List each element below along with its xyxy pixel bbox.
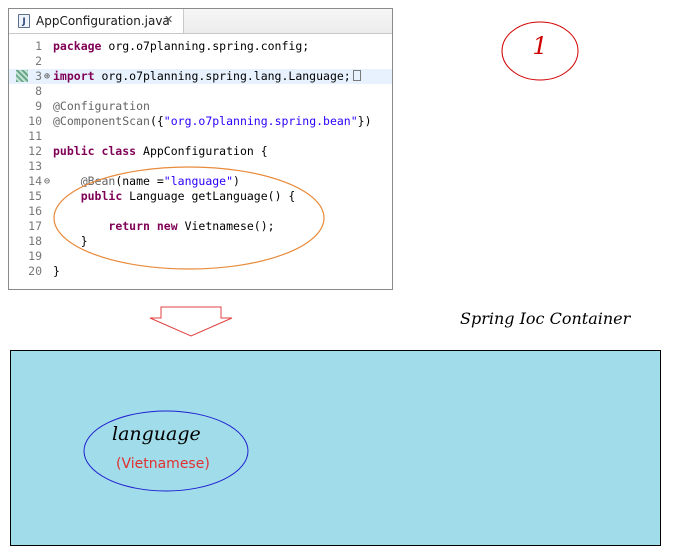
line-number: 9 (35, 99, 42, 113)
code-text: return new Vietnamese(); (53, 219, 275, 234)
code-text: public Language getLanguage() { (53, 189, 296, 204)
line-number: 13 (28, 159, 42, 173)
line-number: 19 (28, 249, 42, 263)
code-token: public class (53, 144, 137, 158)
code-text: @Bean(name ="language") (53, 174, 240, 189)
line-number: 15 (28, 189, 42, 203)
code-token: Language getLanguage() { (122, 189, 296, 203)
bean-name: language (112, 423, 201, 445)
code-text: public class AppConfiguration { (53, 144, 268, 159)
code-token: "org.o7planning.spring.bean" (163, 114, 358, 128)
code-token: } (53, 264, 60, 278)
code-line[interactable]: 15 public Language getLanguage() { (9, 189, 392, 204)
line-number: 11 (28, 129, 42, 143)
code-line[interactable]: 12 public class AppConfiguration { (9, 144, 392, 159)
code-line[interactable]: 17 return new Vietnamese(); (9, 219, 392, 234)
code-line[interactable]: 14⊖ @Bean(name ="language") (9, 174, 392, 189)
editor-tab[interactable]: J AppConfiguration.java ✕ (9, 9, 184, 33)
line-number: 14 (28, 174, 42, 188)
code-token: package (53, 39, 102, 53)
line-number: 8 (35, 84, 42, 98)
code-text: } (53, 234, 88, 249)
line-number: 10 (28, 114, 42, 128)
line-number: 12 (28, 144, 42, 158)
line-number: 3 (35, 69, 42, 83)
ioc-container (10, 350, 661, 546)
container-title: Spring Ioc Container (460, 309, 631, 328)
code-token: ({ (149, 114, 164, 128)
code-line[interactable]: 11 (9, 129, 392, 144)
code-text: @Configuration (53, 99, 150, 114)
code-token: @ComponentScan (53, 114, 150, 128)
line-number: 16 (28, 204, 42, 218)
code-line[interactable]: 2 (9, 54, 392, 69)
java-file-icon: J (18, 14, 30, 28)
code-line[interactable]: 19 (9, 249, 392, 264)
code-line[interactable]: 18 } (9, 234, 392, 249)
code-line[interactable]: 10 @ComponentScan({"org.o7planning.spring… (9, 114, 392, 129)
code-text: import org.o7planning.spring.lang.Langua… (53, 69, 361, 84)
code-line[interactable]: 3⊕import org.o7planning.spring.lang.Lang… (9, 69, 392, 84)
code-token: org.o7planning.spring.lang.Language; (94, 69, 351, 83)
code-token: }) (357, 114, 372, 128)
code-text: } (53, 264, 60, 279)
code-line[interactable]: 8 (9, 84, 392, 99)
collapse-fold-icon[interactable]: ⊖ (43, 176, 51, 187)
bean-ellipse (83, 410, 249, 492)
close-icon[interactable]: ✕ (164, 13, 174, 26)
code-line[interactable]: 20} (9, 264, 392, 279)
step-number: 1 (532, 32, 548, 60)
code-token: ) (233, 174, 240, 188)
collapsed-imports-icon[interactable] (352, 70, 361, 81)
code-line[interactable]: 16 (9, 204, 392, 219)
code-token: public (80, 189, 123, 203)
code-token: Vietnamese(); (177, 219, 275, 233)
code-token: AppConfiguration { (136, 144, 268, 158)
code-token: return new (108, 219, 178, 233)
code-token: org.o7planning.spring.config; (101, 39, 310, 53)
code-token: import (53, 69, 95, 83)
line-number: 2 (35, 54, 42, 68)
code-token: } (53, 234, 88, 248)
code-text: package org.o7planning.spring.config; (53, 39, 309, 54)
editor-tab-title: AppConfiguration.java (36, 14, 170, 28)
down-arrow-icon (149, 306, 233, 337)
code-text: @ComponentScan({"org.o7planning.spring.b… (53, 114, 372, 129)
bean-method-highlight-ellipse (53, 166, 325, 270)
code-token: "language" (163, 174, 234, 188)
bean-type: (Vietnamese) (116, 456, 210, 472)
step-number-circle (501, 21, 579, 81)
change-marker-icon (16, 70, 28, 82)
code-line[interactable]: 9 @Configuration (9, 99, 392, 114)
code-line[interactable]: 1 package org.o7planning.spring.config; (9, 39, 392, 54)
line-number: 17 (28, 219, 42, 233)
line-number: 20 (28, 264, 42, 278)
code-line[interactable]: 13 (9, 159, 392, 174)
code-token: (name = (115, 174, 164, 188)
line-number: 1 (35, 39, 42, 53)
editor-tab-bar: J AppConfiguration.java ✕ (9, 9, 392, 34)
expand-fold-icon[interactable]: ⊕ (43, 71, 51, 82)
line-number: 18 (28, 234, 42, 248)
code-token: @Configuration (53, 99, 150, 113)
